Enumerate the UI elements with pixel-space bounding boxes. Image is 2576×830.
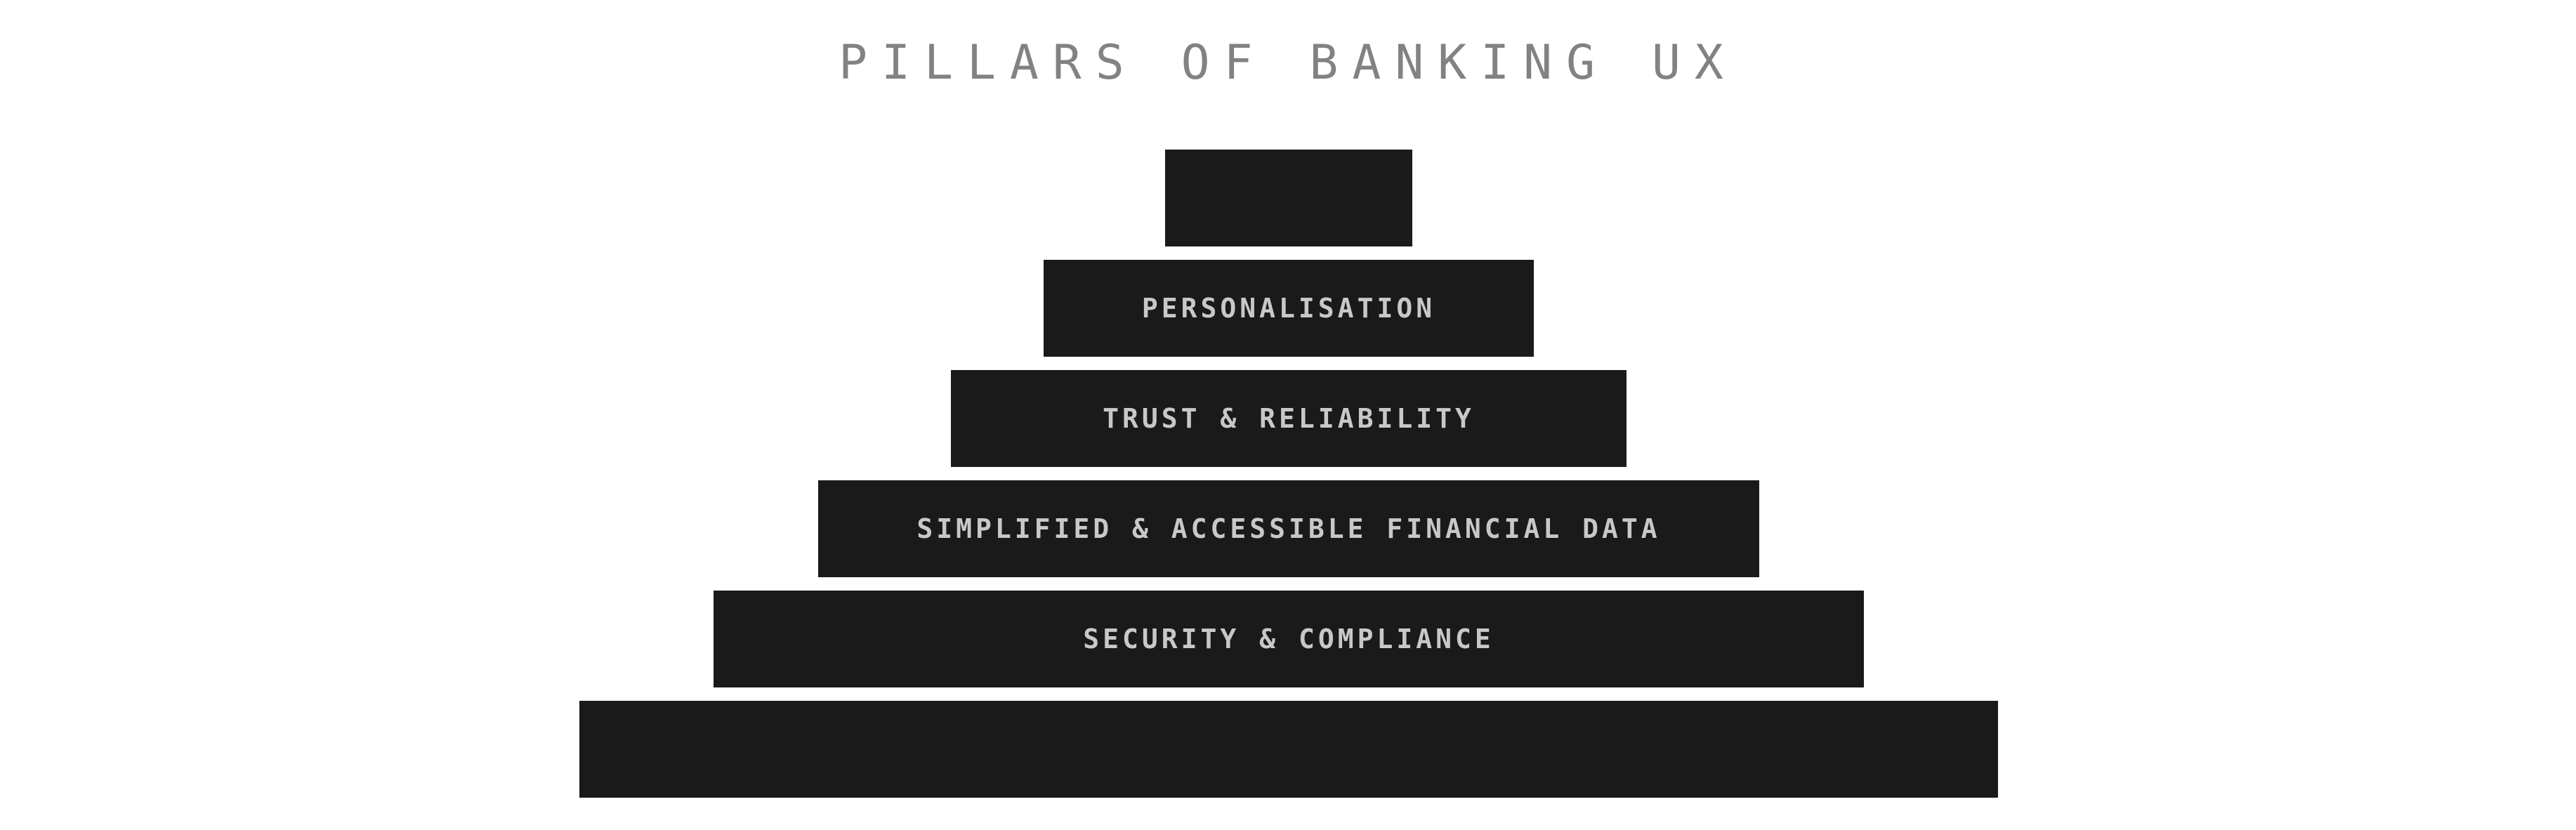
pyramid-tier-6: [579, 701, 1998, 798]
tier-label: PERSONALISATION: [1141, 293, 1436, 324]
tier-label: SIMPLIFIED & ACCESSIBLE FINANCIAL DATA: [916, 513, 1661, 544]
tier-label: SECURITY & COMPLIANCE: [1083, 624, 1494, 654]
pyramid-tier-5: SECURITY & COMPLIANCE: [714, 591, 1864, 687]
pyramid-tier-2: PERSONALISATION: [1044, 260, 1534, 357]
diagram-title: PILLARS OF BANKING UX: [839, 35, 1737, 91]
pyramid-tier-1: [1165, 150, 1412, 246]
pyramid-tier-3: TRUST & RELIABILITY: [951, 370, 1627, 467]
pyramid-tier-4: SIMPLIFIED & ACCESSIBLE FINANCIAL DATA: [818, 480, 1759, 577]
tier-label: TRUST & RELIABILITY: [1103, 403, 1475, 434]
